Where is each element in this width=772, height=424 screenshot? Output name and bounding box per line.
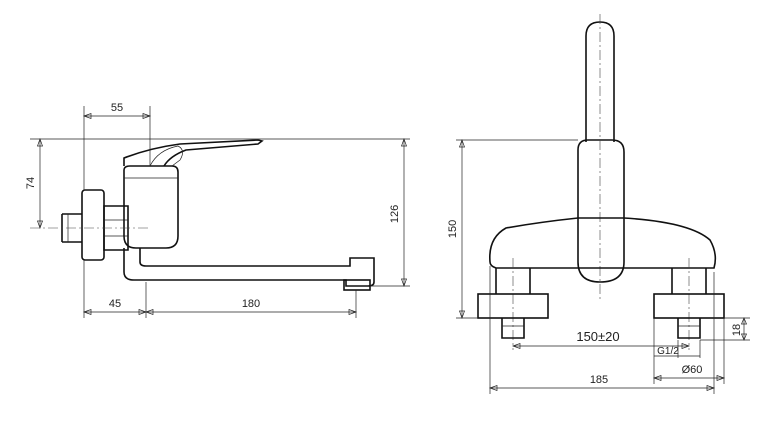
hex-nut [103, 205, 129, 251]
wall-flange [81, 189, 105, 261]
dim-45-label: 45 [109, 298, 121, 310]
lever-handle [123, 139, 264, 167]
right-flange [653, 293, 725, 319]
dim-55-label: 55 [111, 102, 123, 114]
spout [123, 248, 375, 287]
dim-180-label: 180 [242, 298, 260, 310]
front-horizontal-body [489, 217, 717, 269]
dim-18-label: 18 [731, 324, 743, 336]
dim-150-20-label: 150±20 [576, 329, 619, 344]
dim-185-label: 185 [590, 374, 608, 386]
dim-126-label: 126 [389, 205, 401, 223]
dim-g12-label: G1/2 [657, 346, 679, 357]
dim-60-label: Ø60 [682, 364, 703, 376]
left-flange [477, 293, 549, 319]
dim-150-label: 150 [447, 220, 459, 238]
mixer-body [123, 165, 179, 249]
front-upper-body [577, 139, 625, 283]
side-view: 55 74 126 45 180 [25, 102, 410, 318]
dim-74-label: 74 [25, 177, 37, 189]
front-view: 150 150±20 18 G1/2 Ø60 185 [447, 14, 750, 394]
